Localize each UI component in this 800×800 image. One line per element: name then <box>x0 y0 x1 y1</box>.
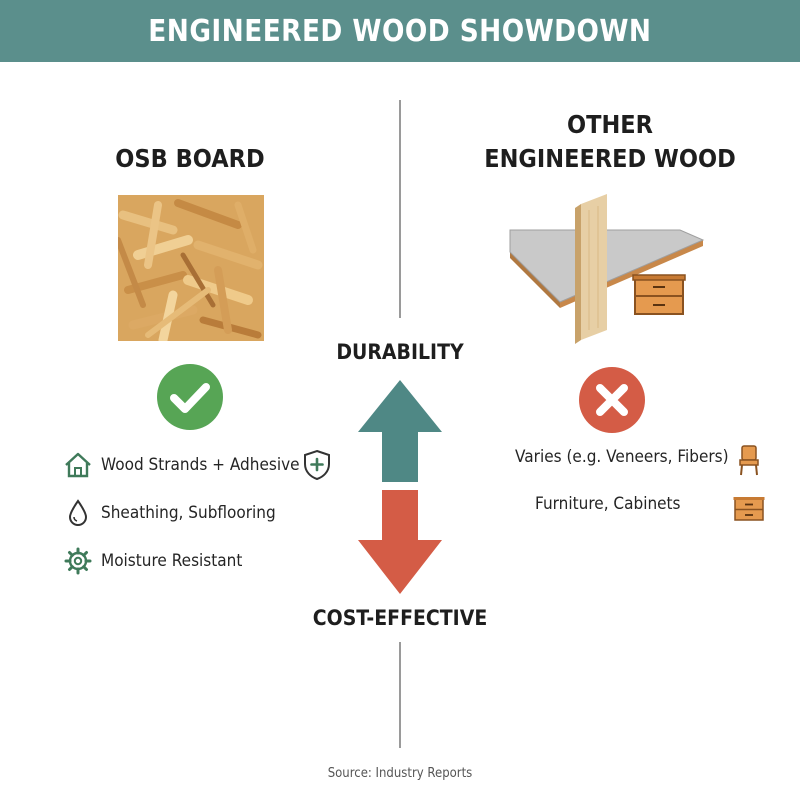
feature-label: Moisture Resistant <box>101 551 243 571</box>
title-banner: ENGINEERED WOOD SHOWDOWN <box>0 0 800 62</box>
cross-icon <box>579 367 645 433</box>
osb-column-title: OSB BOARD <box>115 144 265 173</box>
gear-icon <box>63 546 93 576</box>
osb-feature-moisture: Moisture Resistant <box>63 546 258 576</box>
source-note: Source: Industry Reports <box>327 766 473 781</box>
up-arrow-icon <box>358 380 442 482</box>
feature-label: Furniture, Cabinets <box>535 494 681 514</box>
comparison-arrows <box>358 380 442 594</box>
other-feature-furniture: Furniture, Cabinets <box>535 494 697 514</box>
title-line: OTHER <box>566 110 654 139</box>
droplet-icon <box>63 498 93 528</box>
cost-effective-label: COST-EFFECTIVE <box>312 606 488 630</box>
title-line: ENGINEERED WOOD <box>484 144 736 173</box>
cabinet-icon <box>733 497 765 521</box>
house-icon <box>63 450 93 480</box>
other-wood-column-title: OTHER ENGINEERED WOOD <box>484 108 736 176</box>
feature-label: Wood Strands + Adhesive <box>101 455 300 475</box>
center-divider-bottom <box>399 642 401 748</box>
center-divider-top <box>399 100 401 318</box>
other-feature-varies: Varies (e.g. Veneers, Fibers) <box>515 447 752 467</box>
chair-icon <box>739 445 759 476</box>
feature-label: Varies (e.g. Veneers, Fibers) <box>515 447 729 467</box>
page-title: ENGINEERED WOOD SHOWDOWN <box>148 13 652 49</box>
check-icon <box>157 364 223 430</box>
osb-feature-sheathing: Sheathing, Subflooring <box>63 498 295 528</box>
feature-label: Sheathing, Subflooring <box>101 503 276 523</box>
osb-feature-strands: Wood Strands + Adhesive <box>63 450 322 480</box>
durability-label: DURABILITY <box>336 340 464 364</box>
engineered-wood-image <box>509 194 705 344</box>
osb-board-image <box>118 195 264 341</box>
shield-plus-icon <box>304 449 330 481</box>
down-arrow-icon <box>358 490 442 594</box>
